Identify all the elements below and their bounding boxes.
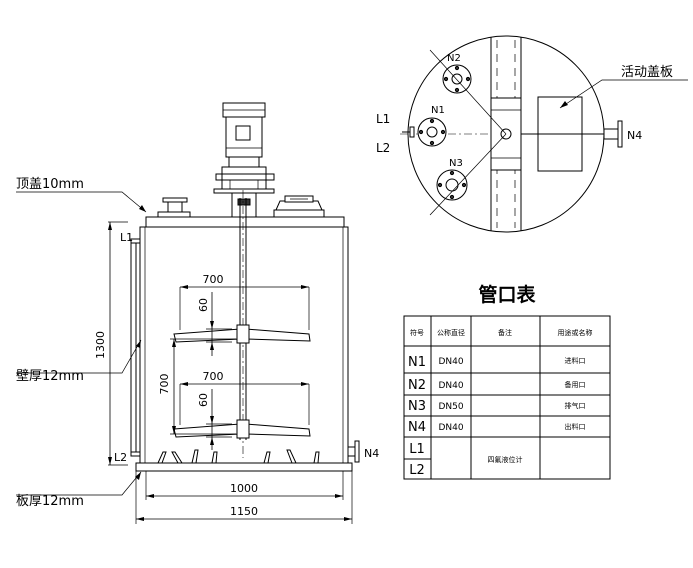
dim-blade-width-upper: 700 <box>179 273 310 330</box>
table-header-dn: 公称直径 <box>437 328 465 337</box>
label-n4-top: N4 <box>627 129 642 142</box>
label-wall: 壁厚12mm <box>16 369 84 384</box>
leader-wall: 壁厚12mm <box>16 339 142 384</box>
table-header-symbol: 符号 <box>410 328 424 337</box>
nozzle-table: 管口表 符号 公称直径 备注 用途或名称 N1 DN40 进料口 N2 DN40… <box>403 283 611 480</box>
label-l1-top: L1 <box>376 112 390 126</box>
agitator-shaft <box>239 190 247 458</box>
level-gauge-top <box>402 126 415 138</box>
label-n1-top: N1 <box>431 105 445 116</box>
dim-blade-width-lower: 700 <box>179 370 310 425</box>
outlet-nozzle-n4 <box>347 440 360 463</box>
table-cell-use: 备用口 <box>565 380 586 389</box>
dim-height: 1300 <box>94 221 128 466</box>
motor <box>213 102 275 217</box>
table-cell-dn: DN50 <box>438 402 463 412</box>
front-view: 1300 700 60 700 <box>16 102 379 524</box>
label-cover: 活动盖板 <box>621 65 673 80</box>
table-cell-use: 出料口 <box>565 422 586 431</box>
dim-blade-height-upper-label: 60 <box>197 298 210 312</box>
impeller-lower <box>173 419 311 439</box>
table-header-use: 用途或名称 <box>558 328 593 337</box>
table-cell-symbol: L1 <box>409 442 425 457</box>
dim-blade-height-lower-label: 60 <box>197 393 210 407</box>
dim-blade-height-upper: 60 <box>197 292 232 356</box>
table-cell-dn: DN40 <box>438 357 463 367</box>
dim-blade-height-lower: 60 <box>197 389 232 450</box>
table-cell-symbol: N1 <box>408 355 426 370</box>
label-n3-top: N3 <box>449 158 463 169</box>
label-top-cover: 顶盖10mm <box>16 177 84 192</box>
manhole-cover <box>273 195 325 218</box>
leader-top-cover: 顶盖10mm <box>16 177 147 213</box>
dim-blade-width-lower-label: 700 <box>203 370 224 383</box>
top-beam <box>490 37 522 231</box>
leader-plate: 板厚12mm <box>16 471 142 509</box>
dim-blade-spacing: 700 <box>158 338 236 435</box>
table-header-note: 备注 <box>498 328 512 337</box>
table-cell-use: 进料口 <box>565 356 586 365</box>
dim-blade-width-upper-label: 700 <box>203 273 224 286</box>
table-cell-symbol: N4 <box>408 420 426 435</box>
label-l1-front: L1 <box>120 231 133 244</box>
nozzle-n1 <box>417 117 447 147</box>
top-view: N2 N1 N3 L1 L2 N4 活动盖板 <box>376 35 688 233</box>
dim-outer-width-label: 1150 <box>230 505 258 518</box>
label-l2-front: L2 <box>114 451 127 464</box>
top-nozzle <box>157 197 191 218</box>
level-gauge <box>130 238 141 457</box>
table-cell-use: 排气口 <box>565 401 586 410</box>
table-cell-symbol: N2 <box>408 378 426 393</box>
dim-blade-spacing-label: 700 <box>158 374 171 395</box>
label-plate: 板厚12mm <box>16 494 84 509</box>
dim-height-label: 1300 <box>94 331 107 359</box>
leader-cover: 活动盖板 <box>559 65 688 109</box>
label-l2-top: L2 <box>376 141 390 155</box>
nozzle-n3 <box>436 169 468 201</box>
dim-inner-width: 1000 <box>145 471 344 500</box>
base-plate <box>135 462 353 472</box>
label-n4-front: N4 <box>364 447 379 460</box>
top-cover <box>145 216 345 228</box>
table-cell-level-gauge: 四氟液位计 <box>488 455 523 464</box>
table-cell-dn: DN40 <box>438 423 463 433</box>
impeller-upper <box>173 324 311 344</box>
label-n2-top: N2 <box>447 53 461 64</box>
bottom-baffles <box>157 449 320 464</box>
dim-outer-width: 1150 <box>135 471 353 524</box>
dim-inner-width-label: 1000 <box>230 482 258 495</box>
table-title: 管口表 <box>478 283 536 306</box>
flange-n4-top <box>603 120 623 148</box>
table-cell-symbol: N3 <box>408 399 426 414</box>
table-cell-symbol: L2 <box>409 463 425 478</box>
table-cell-dn: DN40 <box>438 381 463 391</box>
